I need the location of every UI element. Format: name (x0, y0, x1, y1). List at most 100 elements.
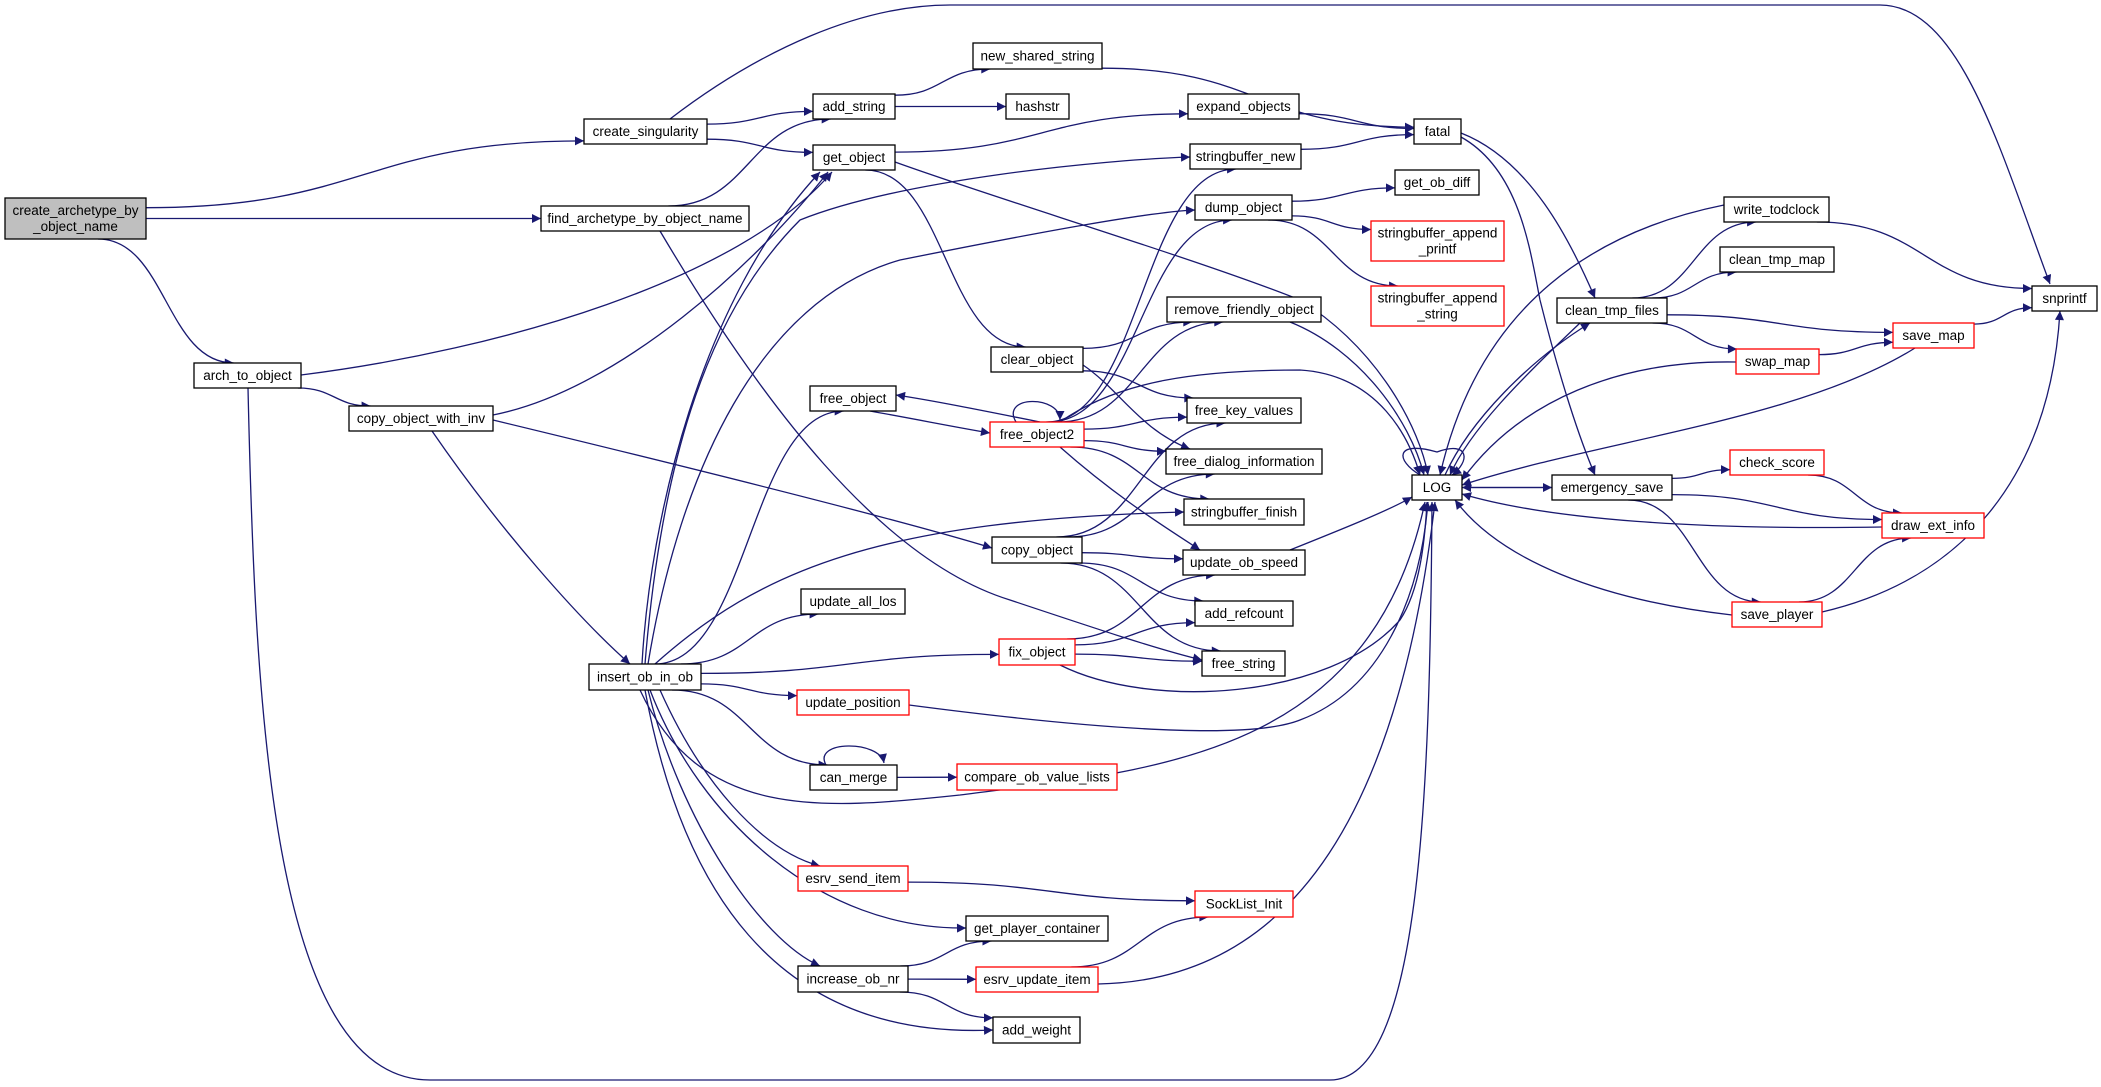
node-box (992, 1016, 1081, 1044)
node-label: save_map (1902, 328, 1964, 343)
edge-arrow (1083, 439, 1167, 456)
edge-insert_ob_in_ob-to-esrv_send_item (659, 689, 821, 869)
node-new-shared-string[interactable]: new_shared_string (972, 42, 1103, 70)
edge-arrow (1821, 310, 2064, 613)
node-label: expand_objects (1196, 99, 1291, 114)
node-clean-tmp-files[interactable]: clean_tmp_files (1556, 297, 1668, 324)
node-increase-ob-nr[interactable]: increase_ob_nr (797, 965, 909, 993)
node-socklist-init[interactable]: SockList_Init (1194, 890, 1294, 918)
node-box (809, 385, 897, 412)
node-clear-object[interactable]: clear_object (990, 346, 1084, 373)
node-swap-map[interactable]: swap_map (1735, 348, 1820, 375)
node-check-score[interactable]: check_score (1729, 449, 1825, 476)
node-dump-object[interactable]: dump_object (1194, 194, 1293, 221)
edge-add_string-to-new_shared_string (894, 64, 991, 96)
node-can-merge[interactable]: can_merge (809, 764, 898, 791)
edge-arrow (706, 106, 814, 125)
node-free-dialog-information[interactable]: free_dialog_information (1165, 448, 1323, 475)
edge-clean_tmp_files-to-clean_tmp_map (1652, 267, 1737, 299)
node-box (1892, 322, 1975, 349)
node-emergency-save[interactable]: emergency_save (1551, 474, 1673, 501)
node-draw-ext-info[interactable]: draw_ext_info (1881, 512, 1985, 539)
node-create-singularity[interactable]: create_singularity (583, 118, 708, 145)
node-esrv-update-item[interactable]: esrv_update_item (975, 966, 1099, 993)
node-fix-object[interactable]: fix_object (998, 638, 1076, 666)
node-box (588, 663, 702, 691)
node-box (797, 865, 909, 892)
node-box (975, 966, 1099, 993)
edge-free_object2-to-LOG (1059, 369, 1422, 476)
node-remove-friendly-object[interactable]: remove_friendly_object (1166, 296, 1322, 323)
edge-arrow (1082, 370, 1194, 403)
node-stringbuffer-append-string[interactable]: stringbuffer_append_string (1370, 285, 1505, 327)
node-hashstr[interactable]: hashstr (1005, 93, 1070, 120)
node-box (1729, 449, 1825, 476)
node-label: SockList_Init (1206, 897, 1283, 912)
node-add-weight[interactable]: add_weight (992, 1016, 1081, 1044)
node-label: remove_friendly_object (1174, 302, 1314, 317)
node-label: increase_ob_nr (806, 972, 900, 987)
node-expand-objects[interactable]: expand_objects (1187, 93, 1300, 120)
node-save-player[interactable]: save_player (1731, 601, 1823, 628)
edge-save_map-to-snprintf (1973, 303, 2033, 325)
node-stringbuffer-append-printf[interactable]: stringbuffer_append_printf (1370, 220, 1505, 262)
node-label: copy_object_with_inv (357, 411, 486, 426)
node-snprintf[interactable]: snprintf (2031, 285, 2098, 312)
node-insert-ob-in-ob[interactable]: insert_ob_in_ob (588, 663, 702, 691)
node-label: can_merge (820, 770, 888, 785)
edge-arrow (1059, 501, 1432, 693)
edge-clean_tmp_files-to-LOG (1449, 322, 1581, 476)
node-update-ob-speed[interactable]: update_ob_speed (1182, 549, 1306, 576)
node-fatal[interactable]: fatal (1413, 118, 1462, 145)
node-get-ob-diff[interactable]: get_ob_diff (1394, 169, 1480, 196)
node-compare-ob-value-lists[interactable]: compare_ob_value_lists (956, 763, 1118, 791)
node-clean-tmp-map[interactable]: clean_tmp_map (1719, 246, 1835, 273)
node-update-all-los[interactable]: update_all_los (800, 588, 906, 615)
node-copy-object[interactable]: copy_object (991, 536, 1083, 564)
node-write-todclock[interactable]: write_todclock (1723, 196, 1830, 223)
edge-insert_ob_in_ob-to-add_weight (644, 689, 994, 1035)
edge-dump_object-to-stringbuffer_append_string (1268, 219, 1399, 291)
edge-draw_ext_info-to-LOG (1461, 492, 1883, 529)
node-add-refcount[interactable]: add_refcount (1194, 600, 1294, 627)
node-label: arch_to_object (203, 368, 292, 383)
node-box (972, 42, 1103, 70)
node-box (990, 346, 1084, 373)
node-esrv-send-item[interactable]: esrv_send_item (797, 865, 909, 892)
node-find-archetype-by-object-name[interactable]: find_archetype_by_object_name (540, 205, 750, 232)
node-create-archetype-by-object-name[interactable]: create_archetype_by_object_name (4, 197, 147, 240)
node-get-player-container[interactable]: get_player_container (965, 915, 1109, 942)
node-copy-object-with-inv[interactable]: copy_object_with_inv (348, 405, 494, 432)
node-update-position[interactable]: update_position (796, 689, 910, 716)
edge-arrow (647, 205, 1196, 665)
node-label: stringbuffer_finish (1191, 505, 1297, 520)
node-add-string[interactable]: add_string (812, 93, 896, 120)
node-box (796, 689, 910, 716)
edge-arrow (97, 238, 234, 368)
node-free-string[interactable]: free_string (1201, 650, 1286, 677)
node-log[interactable]: LOG (1411, 474, 1463, 501)
node-label: new_shared_string (980, 49, 1094, 64)
edge-can_merge-to-can_merge (823, 745, 887, 766)
node-label: esrv_send_item (805, 871, 900, 886)
node-get-object[interactable]: get_object (812, 144, 896, 171)
node-arch-to-object[interactable]: arch_to_object (193, 362, 302, 389)
edge-arrow (865, 169, 1026, 352)
node-label: add_string (822, 99, 885, 114)
node-box (1183, 498, 1305, 526)
node-stringbuffer-finish[interactable]: stringbuffer_finish (1183, 498, 1305, 526)
edge-arrow (492, 419, 993, 550)
node-save-map[interactable]: save_map (1892, 322, 1975, 349)
edge-create_singularity-to-snprintf (669, 4, 2052, 285)
edge-arrow (654, 406, 844, 665)
edge-arrow (1289, 321, 1427, 476)
edge-arrow (908, 501, 1432, 732)
node-free-key-values[interactable]: free_key_values (1186, 397, 1302, 424)
node-stringbuffer-new[interactable]: stringbuffer_new (1189, 143, 1302, 170)
node-label: swap_map (1745, 354, 1810, 369)
edge-arrow (1057, 317, 1224, 423)
node-free-object[interactable]: free_object (809, 385, 897, 412)
node-free-object2[interactable]: free_object2 (989, 421, 1085, 448)
edge-free_object2-to-dump_object (1048, 215, 1233, 423)
edge-arrow (823, 745, 887, 766)
